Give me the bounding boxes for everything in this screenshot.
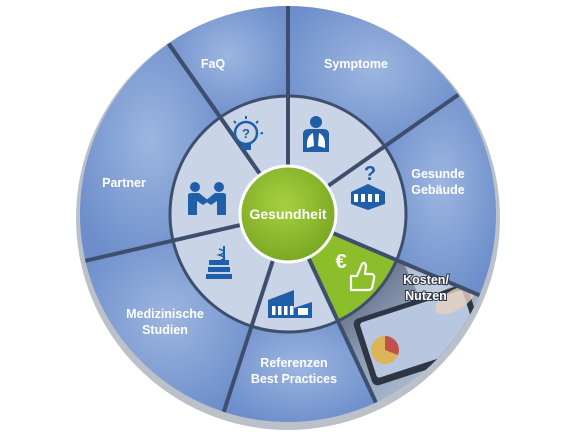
segment-label-line: Symptome — [324, 57, 388, 71]
segment-label-line: Gebäude — [411, 183, 465, 197]
center-label: Gesundheit — [249, 206, 326, 222]
segment-icons: ?? € — [188, 116, 385, 318]
segment-divider — [306, 256, 378, 404]
segment-label-line: Referenzen — [260, 356, 327, 370]
segment-label-symptome[interactable]: Symptome — [324, 57, 388, 71]
center-circle[interactable] — [238, 164, 338, 264]
segment-dividers — [84, 6, 481, 413]
outer-segment-referenzen[interactable] — [223, 320, 376, 422]
building-question-icon: ? — [351, 163, 385, 210]
lightbulb-question-icon: ? — [228, 116, 264, 150]
segment-label-line: FaQ — [201, 57, 226, 71]
modern-building-icon — [268, 290, 312, 318]
segment-label-kosten[interactable]: Kosten/Nutzen — [402, 272, 450, 304]
outer-segment-studien[interactable] — [85, 240, 252, 412]
ring-divider — [168, 94, 408, 334]
outer-segment-faq[interactable] — [168, 6, 288, 118]
segment-label-line: Best Practices — [251, 372, 337, 386]
outer-segment-symptome[interactable] — [288, 6, 459, 147]
segment-divider — [167, 42, 263, 176]
svg-text:?: ? — [242, 126, 250, 141]
inner-segment-faq[interactable] — [220, 96, 288, 175]
segment-divider — [331, 230, 481, 298]
segment-label-line: Gesunde — [411, 167, 465, 181]
svg-text:€: € — [335, 251, 346, 273]
center-hub[interactable]: Gesundheit — [238, 164, 338, 264]
books-caduceus-icon — [206, 246, 232, 279]
segment-divider — [326, 93, 460, 189]
human-lungs-icon — [303, 116, 329, 152]
outer-segment-gebaeude[interactable] — [384, 94, 496, 296]
segment-label-partner[interactable]: Partner — [102, 176, 146, 190]
segment-label-line: Partner — [102, 176, 146, 190]
outer-segment-partner[interactable] — [80, 43, 221, 261]
segment-label-faq[interactable]: FaQ — [201, 57, 226, 71]
handshake-people-icon — [188, 182, 226, 215]
segment-label-line: Medizinische — [126, 307, 204, 321]
segment-label-line: Nutzen — [405, 289, 447, 303]
segment-label-line: Studien — [142, 323, 188, 337]
segment-divider — [84, 222, 242, 263]
svg-text:?: ? — [364, 163, 376, 185]
euro-thumbs-up-icon: € — [335, 251, 376, 292]
segment-label-line: Kosten/ — [403, 273, 449, 287]
segment-divider — [221, 259, 276, 413]
